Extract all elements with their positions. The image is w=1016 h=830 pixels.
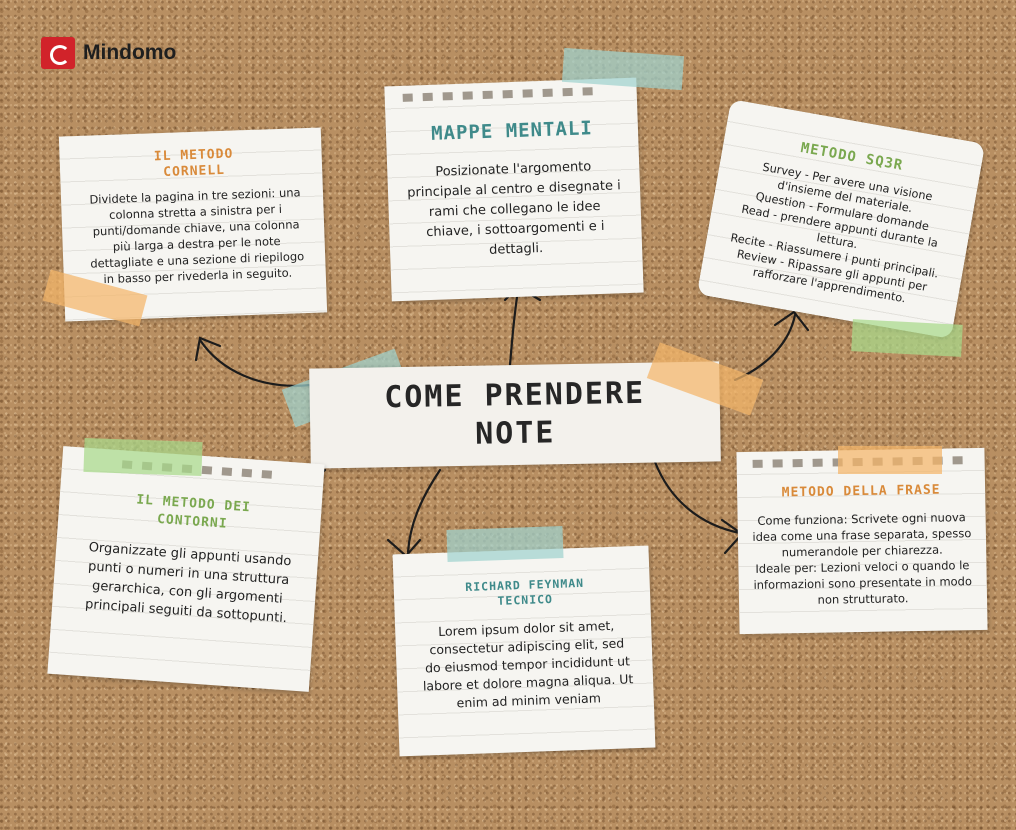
arrow-to-mappe bbox=[508, 288, 520, 367]
arrowhead-cornell bbox=[194, 336, 222, 362]
note-mappe-body: Posizionate l'argomento principale al ce… bbox=[407, 159, 621, 258]
tape-teal bbox=[446, 525, 564, 563]
binder-holes bbox=[402, 87, 593, 102]
arrow-to-sq3r bbox=[733, 313, 797, 382]
tape-orange bbox=[838, 446, 942, 474]
note-cornell-body: Dividete la pagina in tre sezioni: una c… bbox=[89, 185, 305, 287]
tape-green bbox=[851, 319, 963, 357]
arrow-to-feynman bbox=[406, 468, 442, 554]
central-topic-title: COME PRENDERE NOTE bbox=[383, 375, 646, 452]
note-feynman-title: RICHARD FEYNMAN TECNICO bbox=[465, 575, 585, 608]
note-frase-body: Come funziona: Scrivete ogni nuova idea … bbox=[752, 510, 973, 607]
arrowhead-sq3r bbox=[773, 310, 810, 332]
tape-green bbox=[83, 437, 203, 477]
note-frase: METODO DELLA FRASE Come funziona: Scrive… bbox=[736, 447, 988, 635]
note-frase-title: METODO DELLA FRASE bbox=[781, 482, 941, 501]
note-contorni-title: IL METODO DEI CONTORNI bbox=[135, 492, 252, 532]
note-mappe-title: MAPPE MENTALI bbox=[430, 117, 594, 145]
note-mappe-mentali: MAPPE MENTALI Posizionate l'argomento pr… bbox=[384, 77, 644, 302]
note-cornell-title: IL METODO CORNELL bbox=[153, 146, 234, 181]
brand-name: Mindomo bbox=[83, 41, 177, 64]
note-feynman: RICHARD FEYNMAN TECNICO Lorem ipsum dolo… bbox=[392, 545, 656, 757]
mindomo-logo-icon bbox=[41, 37, 75, 69]
brand-logo: Mindomo bbox=[41, 37, 176, 69]
note-contorni: IL METODO DEI CONTORNI Organizzate gli a… bbox=[47, 446, 325, 692]
note-sq3r-body: Survey - Per avere una visione d'insieme… bbox=[729, 160, 940, 306]
arrow-to-cornell bbox=[198, 338, 312, 387]
arrow-to-frase bbox=[653, 460, 742, 535]
note-feynman-body: Lorem ipsum dolor sit amet, consectetur … bbox=[422, 617, 634, 711]
note-contorni-body: Organizzate gli appunti usando punti o n… bbox=[84, 540, 292, 627]
